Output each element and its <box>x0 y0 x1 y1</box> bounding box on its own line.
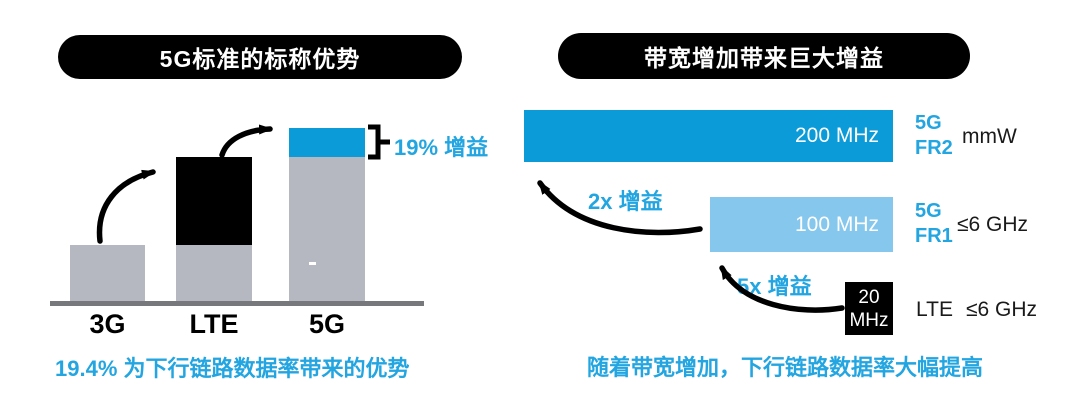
hbar-200mhz-value: 200 MHz <box>794 124 879 147</box>
gain-19-label: 19% 增益 <box>394 135 489 160</box>
arrow-lte-to-5g-icon <box>219 124 273 158</box>
watermark-dash <box>309 262 316 265</box>
hbar-200mhz <box>524 110 893 162</box>
bar-5g-blue-segment <box>289 128 365 157</box>
axis-label-5g: 5G <box>308 309 346 339</box>
gain-5x-label: 5x 增益 <box>737 274 812 299</box>
bar-lte-black-segment <box>176 157 252 245</box>
hbar-20mhz-value-bottom: MHz <box>849 309 889 331</box>
left-title-pill: 5G标准的标称优势 <box>58 35 462 79</box>
label-sub6ghz-lte: ≤6 GHz <box>966 298 1038 321</box>
baseline-axis <box>50 301 424 306</box>
right-title: 带宽增加带来巨大增益 <box>644 45 884 71</box>
right-title-pill: 带宽增加带来巨大增益 <box>558 33 970 79</box>
label-5g-fr1-tech: 5G <box>915 200 942 222</box>
axis-label-3g: 3G <box>89 309 126 339</box>
gain-2x-label: 2x 增益 <box>588 189 663 214</box>
hbar-100mhz-value: 100 MHz <box>794 212 879 236</box>
right-caption: 随着带宽增加，下行链路数据率大幅提高 <box>586 355 983 380</box>
label-5g-fr2: 5G FR2 <box>915 111 953 161</box>
label-5g-fr1-band: FR1 <box>915 225 953 247</box>
label-lte: LTE <box>916 298 953 321</box>
left-title: 5G标准的标称优势 <box>159 46 361 72</box>
label-5g-fr1: 5G FR1 <box>915 199 953 249</box>
label-sub6ghz-fr1: ≤6 GHz <box>957 213 1029 236</box>
label-mmw: mmW <box>962 125 1017 148</box>
hbar-20mhz-value-top: 20 <box>858 286 880 308</box>
gain-bracket-icon <box>368 124 390 160</box>
arrow-3g-to-lte-icon <box>96 169 156 244</box>
axis-label-lte: LTE <box>189 309 239 339</box>
bar-5g-gray-segment <box>289 157 365 303</box>
label-5g-fr2-band: FR2 <box>915 137 953 159</box>
bar-3g-gray <box>70 245 145 303</box>
label-5g-fr2-tech: 5G <box>915 112 942 134</box>
left-caption: 19.4% 为下行链路数据率带来的优势 <box>55 356 410 381</box>
hbar-20mhz: 20 MHz <box>845 282 893 335</box>
hbar-100mhz <box>710 197 893 252</box>
bar-lte-gray-segment <box>176 245 252 303</box>
